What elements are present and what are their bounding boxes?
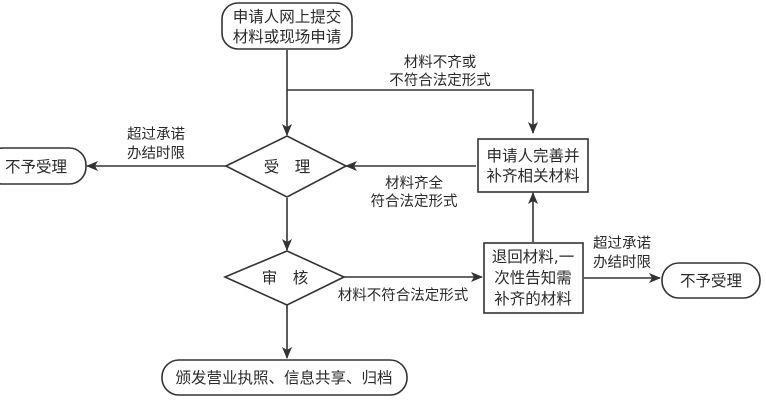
reject-right-node: 不予受理 (661, 262, 761, 299)
review-decision: 审 核 (222, 250, 346, 306)
return-line-1: 退回材料,一 (492, 248, 574, 266)
start-line-2: 材料或现场申请 (233, 28, 342, 46)
review-label: 审 核 (262, 269, 309, 287)
accept-label: 受 理 (264, 158, 311, 176)
edge-incomplete-to-supplement (287, 89, 538, 134)
supplement-node: 申请人完善并 补齐相关材料 (477, 138, 589, 193)
reject-left-node: 不予受理 (0, 147, 87, 185)
return-line-3: 补齐的材料 (494, 290, 572, 308)
accept-decision: 受 理 (224, 135, 348, 198)
edge-label-timeout-right-1: 超过承诺 (593, 235, 651, 252)
edge-label-complete-2: 符合法定形式 (371, 193, 458, 210)
edge-label-nonconform: 材料不符合法定形式 (338, 287, 469, 304)
start-node: 申请人网上提交 材料或现场申请 (221, 2, 353, 50)
reject-right-label: 不予受理 (680, 272, 742, 290)
edge-label-incomplete-2: 不符合法定形式 (389, 72, 491, 89)
return-line-2: 次性告知需 (494, 269, 572, 287)
return-node: 退回材料,一 次性告知需 补齐的材料 (483, 242, 584, 314)
supplement-line-1: 申请人完善并 (486, 147, 579, 165)
supplement-line-2: 补齐相关材料 (486, 167, 579, 185)
edge-label-timeout-right-2: 办结时限 (593, 254, 651, 271)
end-node: 颁发营业执照、信息共享、归档 (161, 359, 408, 396)
edge-label-timeout-left-2: 办结时限 (127, 145, 185, 162)
reject-left-label: 不予受理 (5, 158, 67, 176)
edges (86, 50, 661, 359)
edge-label-complete-1: 材料齐全 (385, 174, 443, 192)
edge-label-timeout-left-1: 超过承诺 (127, 126, 185, 143)
end-label: 颁发营业执照、信息共享、归档 (175, 369, 392, 387)
edge-label-incomplete-1: 材料不齐或 (404, 54, 477, 71)
start-line-1: 申请人网上提交 (233, 8, 342, 26)
